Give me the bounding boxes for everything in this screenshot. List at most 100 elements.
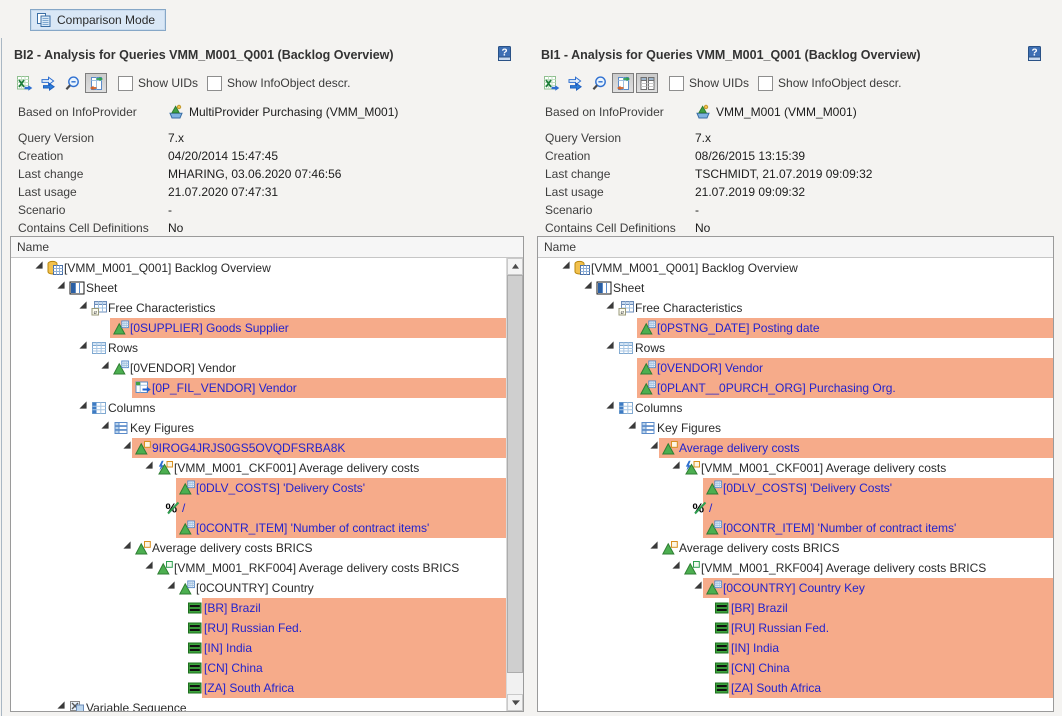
tree-row[interactable]: [CN] China (538, 658, 1053, 678)
value-icon (187, 600, 203, 616)
info-label: Based on InfoProvider (545, 105, 695, 119)
info-value: 7.x (168, 131, 184, 145)
tree-row[interactable]: [0VENDOR] Vendor (538, 358, 1053, 378)
tree-row[interactable]: [0DLV_COSTS] 'Delivery Costs' (538, 478, 1053, 498)
rows-icon (618, 340, 634, 356)
info-row: Scenario- (18, 201, 172, 219)
tree-row[interactable]: [BR] Brazil (538, 598, 1053, 618)
info-value: 21.07.2020 07:47:31 (168, 185, 278, 199)
info-label: Last change (545, 167, 695, 181)
checkbox-label: Show InfoObject descr. (778, 76, 901, 90)
tree-row-label: [0PLANT__0PURCH_ORG] Purchasing Org. (657, 378, 896, 398)
zoom-button[interactable] (61, 73, 83, 93)
tree-row[interactable]: Average delivery costs BRICS (11, 538, 506, 558)
tree-row[interactable]: Sheet (11, 278, 506, 298)
tree-row[interactable]: [RU] Russian Fed. (11, 618, 506, 638)
swap-queries-button[interactable] (564, 73, 586, 93)
tree-row[interactable]: Rows (538, 338, 1053, 358)
export-excel-button[interactable] (540, 73, 562, 93)
show-uids-checkbox[interactable] (669, 76, 684, 91)
tree-row[interactable]: [0CONTR_ITEM] 'Number of contract items' (538, 518, 1053, 538)
tree-row[interactable]: [ZA] South Africa (11, 678, 506, 698)
page-title: BI1 - Analysis for Queries VMM_M001_Q001… (541, 48, 921, 62)
tree-row[interactable]: [0DLV_COSTS] 'Delivery Costs' (11, 478, 506, 498)
compare-button[interactable] (85, 73, 107, 93)
scroll-thumb[interactable] (507, 275, 523, 673)
tree-row[interactable]: [VMM_M001_CKF001] Average delivery costs (11, 458, 506, 478)
tree-row[interactable]: Key Figures (538, 418, 1053, 438)
tree-row[interactable]: %/ (11, 498, 506, 518)
info-value: TSCHMIDT, 21.07.2019 09:09:32 (695, 167, 872, 181)
tree-row[interactable]: aFree Characteristics (11, 298, 506, 318)
tree-row[interactable]: %/ (538, 498, 1053, 518)
tree-row-label: Sheet (86, 278, 117, 298)
info-row: Last usage21.07.2020 07:47:31 (18, 183, 278, 201)
comparison-mode-label: Comparison Mode (57, 13, 155, 27)
tree-row[interactable]: [VMM_M001_Q001] Backlog Overview (538, 258, 1053, 278)
tree-row[interactable]: 9IROG4JRJS0GS5OVQDFSRBA8K (11, 438, 506, 458)
tree-row[interactable]: [0COUNTRY] Country Key (538, 578, 1053, 598)
tree-row-label: [RU] Russian Fed. (204, 618, 302, 638)
tree-row[interactable]: Sheet (538, 278, 1053, 298)
info-value-text: - (168, 203, 172, 217)
info-value: MultiProvider Purchasing (VMM_M001) (168, 104, 398, 120)
tree-row[interactable]: Rows (11, 338, 506, 358)
tree-row[interactable]: Variable Sequence (11, 698, 506, 711)
tree-row[interactable]: [0PLANT__0PURCH_ORG] Purchasing Org. (538, 378, 1053, 398)
tree-row[interactable]: [VMM_M001_CKF001] Average delivery costs (538, 458, 1053, 478)
compare-button[interactable] (612, 73, 634, 93)
tree-row[interactable]: [VMM_M001_RKF004] Average delivery costs… (538, 558, 1053, 578)
tree-row-label: [VMM_M001_CKF001] Average delivery costs (701, 458, 946, 478)
tree-row-label: [RU] Russian Fed. (731, 618, 829, 638)
show-uids-checkbox[interactable] (118, 76, 133, 91)
value-icon (714, 640, 730, 656)
tree-row[interactable]: aFree Characteristics (538, 298, 1053, 318)
comparison-mode-button[interactable]: Comparison Mode (30, 9, 166, 31)
tree-row[interactable]: Columns (538, 398, 1053, 418)
toolbar: Show UIDs Show InfoObject descr. (540, 72, 901, 94)
swap-queries-button[interactable] (37, 73, 59, 93)
show-infoobject-checkbox[interactable] (758, 76, 773, 91)
columns-icon (618, 400, 634, 416)
tree-row[interactable]: [0COUNTRY] Country (11, 578, 506, 598)
tree-row[interactable]: Key Figures (11, 418, 506, 438)
help-icon[interactable]: ? (496, 45, 513, 62)
show-infoobject-checkbox[interactable] (207, 76, 222, 91)
zoom-button[interactable] (588, 73, 610, 93)
split-columns-button[interactable] (636, 73, 658, 93)
restricted-kf-icon (157, 560, 173, 576)
tree-row[interactable]: [CN] China (11, 658, 506, 678)
export-excel-button[interactable] (13, 73, 35, 93)
info-row: Last usage21.07.2019 09:09:32 (545, 183, 805, 201)
tree-row[interactable]: Average delivery costs (538, 438, 1053, 458)
info-label: Scenario (545, 203, 695, 217)
tree-row[interactable]: [0CONTR_ITEM] 'Number of contract items' (11, 518, 506, 538)
tree-scrollbar[interactable] (506, 258, 523, 711)
tree-row[interactable]: [VMM_M001_RKF004] Average delivery costs… (11, 558, 506, 578)
tree-row[interactable]: Average delivery costs BRICS (538, 538, 1053, 558)
tree-row[interactable]: [0SUPPLIER] Goods Supplier (11, 318, 506, 338)
scroll-up-button[interactable] (507, 258, 523, 275)
tree-row[interactable]: Columns (11, 398, 506, 418)
tree-row[interactable]: [VMM_M001_Q001] Backlog Overview (11, 258, 506, 278)
query-tree: Name [VMM_M001_Q001] Backlog OverviewShe… (10, 236, 524, 712)
tree-row[interactable]: [0P_FIL_VENDOR] Vendor (11, 378, 506, 398)
tree-row[interactable]: [IN] India (538, 638, 1053, 658)
multiprovider-icon (695, 104, 711, 120)
info-value: 7.x (695, 131, 711, 145)
info-value-text: MultiProvider Purchasing (VMM_M001) (189, 105, 398, 119)
key-figures-icon (640, 420, 656, 436)
checkbox-label: Show UIDs (689, 76, 749, 90)
tree-row[interactable]: [RU] Russian Fed. (538, 618, 1053, 638)
variable-icon (135, 380, 151, 396)
tree-row[interactable]: [0PSTNG_DATE] Posting date (538, 318, 1053, 338)
tree-row-label: Columns (635, 398, 682, 418)
tree-row[interactable]: [BR] Brazil (11, 598, 506, 618)
sheet-icon (596, 280, 612, 296)
tree-row[interactable]: [0VENDOR] Vendor (11, 358, 506, 378)
help-icon[interactable]: ? (1026, 45, 1043, 62)
scroll-down-button[interactable] (507, 694, 523, 711)
tree-row[interactable]: [ZA] South Africa (538, 678, 1053, 698)
tree-row[interactable]: [IN] India (11, 638, 506, 658)
characteristic-icon (113, 360, 129, 376)
